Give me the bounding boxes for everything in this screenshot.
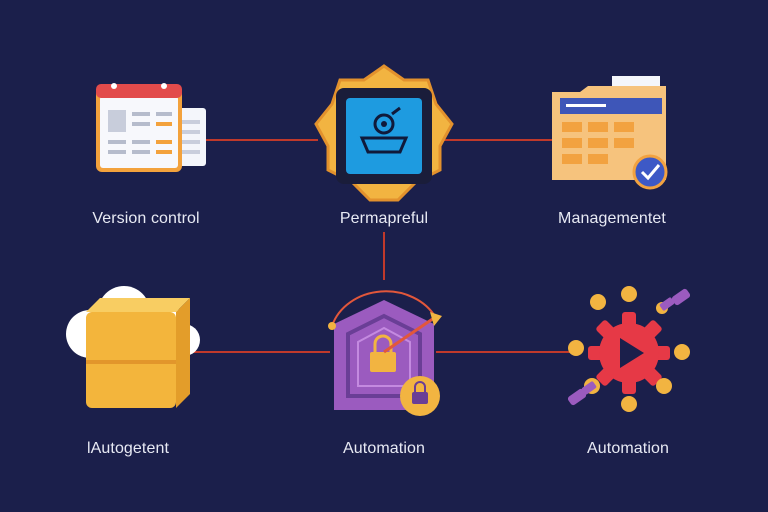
- gear-play-plugs-icon: [567, 286, 691, 412]
- node-label-permapreful: Permapreful: [339, 210, 429, 227]
- folder-checkmark-icon: [552, 76, 668, 190]
- node-label-management: Managementet: [558, 210, 666, 227]
- shield-lock-icon: [328, 300, 442, 416]
- node-label-version-control: Version control: [92, 210, 200, 227]
- connector-arc: [331, 290, 437, 327]
- node-label-autogetent: lAutogetent: [86, 440, 170, 457]
- node-label-automation-gear: Automation: [587, 440, 669, 457]
- cloud-box-icon: [66, 286, 200, 408]
- node-label-automation-lock: Automation: [343, 440, 425, 457]
- calendar-document-icon: [96, 83, 206, 172]
- gear-badge-app-icon: [314, 64, 454, 202]
- connectors: [182, 139, 570, 353]
